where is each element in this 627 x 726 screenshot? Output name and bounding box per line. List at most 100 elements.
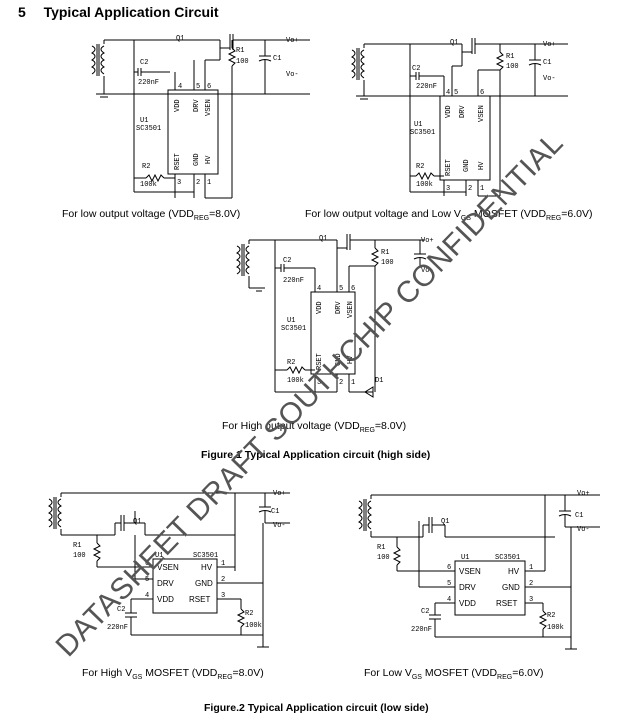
circuit-high-side-1: Q1 R1 100 C1 C2 220nF U1 SC3501 R2 100k …	[91, 34, 310, 199]
vo-plus-label: Vo+	[421, 237, 434, 245]
caption-low-output-8v: For low output voltage (VDDREG=8.0V)	[62, 208, 241, 223]
c2-value: 220nF	[283, 277, 304, 285]
pin-vsen: VSEN	[157, 563, 179, 572]
pin-gnd: GND	[195, 579, 213, 588]
vo-plus-label: Vo+	[286, 37, 299, 45]
caption-low-vgs-6v: For Low VGS MOSFET (VDDREG=6.0V)	[364, 667, 544, 682]
chip-label: SC3501	[281, 325, 306, 333]
chip-label: SC3501	[136, 125, 161, 133]
pin-6-number: 6	[145, 560, 149, 568]
pin-5-number: 5	[339, 285, 343, 293]
section-title: Typical Application Circuit	[43, 4, 219, 20]
pin-drv: DRV	[157, 579, 174, 588]
q1-label: Q1	[319, 235, 327, 243]
r1-label: R1	[381, 249, 389, 257]
c2-label: C2	[283, 257, 291, 265]
c2-label: C2	[412, 65, 420, 73]
circuit-high-side-2: Q1 R1 100 C1 C2 220nF U1 SC3501 R2 100k …	[351, 38, 568, 197]
pin-4-number: 4	[447, 596, 451, 604]
circuit-low-side-low-vgs: Q1 R1 100 C1 C2 220nF U1 SC3501 R2 100k …	[358, 490, 600, 650]
c2-value: 220nF	[138, 79, 159, 87]
q1-label: Q1	[133, 518, 141, 526]
vo-plus-label: Vo+	[273, 490, 286, 498]
pin-vsen: VSEN	[347, 301, 355, 318]
pin-vdd: VDD	[174, 99, 182, 112]
pin-vsen: VSEN	[205, 99, 213, 116]
pin-6-number: 6	[351, 285, 355, 293]
pin-hv: HV	[205, 155, 213, 164]
circuit-low-side-high-vgs: Q1 R1 100 C1 C2 220nF U1 SC3501 R2 100k …	[48, 490, 290, 648]
pin-4-number: 4	[317, 285, 321, 293]
chip-label: SC3501	[495, 554, 520, 562]
pin-rset: RSET	[189, 595, 210, 604]
pin-6-number: 6	[447, 564, 451, 572]
r1-label: R1	[236, 47, 244, 55]
vo-minus-label: Vo-	[543, 75, 556, 83]
pin-gnd: GND	[502, 583, 520, 592]
pin-4-number: 4	[178, 83, 182, 91]
pin-1-number: 1	[207, 179, 211, 187]
pin-rset: RSET	[174, 153, 182, 170]
pin-2-number: 2	[529, 580, 533, 588]
pin-hv: HV	[347, 355, 355, 364]
c2-label: C2	[421, 608, 429, 616]
r1-value: 100	[506, 63, 519, 71]
pin-3-number: 3	[221, 592, 225, 600]
pin-vsen: VSEN	[459, 567, 481, 576]
r2-value: 100k	[140, 181, 157, 189]
vo-minus-label: Vo-	[577, 526, 590, 534]
pin-rset: RSET	[445, 159, 453, 176]
pin-hv: HV	[478, 161, 486, 170]
c2-label: C2	[117, 606, 125, 614]
pin-drv: DRV	[335, 301, 343, 314]
r2-value: 100k	[547, 624, 564, 632]
u1-label: U1	[140, 117, 148, 125]
r2-value: 100k	[245, 622, 262, 630]
pin-5-number: 5	[196, 83, 200, 91]
pin-1-number: 1	[221, 560, 225, 568]
caption-high-vgs-8v: For High VGS MOSFET (VDDREG=8.0V)	[82, 667, 264, 682]
pin-2-number: 2	[221, 576, 225, 584]
pin-1-number: 1	[529, 564, 533, 572]
chip-label: SC3501	[193, 552, 218, 560]
caption-high-output-8v: For High output voltage (VDDREG=8.0V)	[222, 420, 407, 435]
pin-6-number: 6	[207, 83, 211, 91]
c1-label: C1	[273, 55, 281, 63]
pin-hv: HV	[508, 567, 520, 576]
pin-drv: DRV	[193, 99, 201, 112]
q1-label: Q1	[450, 39, 458, 47]
r1-value: 100	[381, 259, 394, 267]
c1-label: C1	[575, 512, 583, 520]
pin-2-number: 2	[196, 179, 200, 187]
pin-vsen: VSEN	[478, 105, 486, 122]
pin-rset: RSET	[316, 353, 324, 370]
pin-vdd: VDD	[316, 301, 324, 314]
r1-value: 100	[73, 552, 86, 560]
c2-value: 220nF	[416, 83, 437, 91]
r1-label: R1	[377, 544, 385, 552]
u1-label: U1	[287, 317, 295, 325]
pin-gnd: GND	[463, 159, 471, 172]
r2-value: 100k	[287, 377, 304, 385]
pin-2-number: 2	[468, 185, 472, 193]
pin-gnd: GND	[193, 153, 201, 166]
r2-label: R2	[245, 610, 253, 618]
u1-label: U1	[461, 554, 469, 562]
pin-5-number: 5	[454, 89, 458, 97]
pin-1-number: 1	[480, 185, 484, 193]
vo-plus-label: Vo+	[543, 41, 556, 49]
pin-gnd: GND	[335, 353, 343, 366]
pin-drv: DRV	[459, 583, 476, 592]
r2-label: R2	[416, 163, 424, 171]
circuit-high-output: Q1 R1 100 C2 220nF U1 SC3501 R2 100k Vo+…	[236, 234, 434, 398]
chip-label: SC3501	[410, 129, 435, 137]
d1-label: D1	[375, 377, 383, 385]
r2-value: 100k	[416, 181, 433, 189]
pin-3-number: 3	[317, 379, 321, 387]
pin-rset: RSET	[496, 599, 517, 608]
u1-label: U1	[155, 552, 163, 560]
pin-3-number: 3	[177, 179, 181, 187]
caption-low-output-low-vgs-6v: For low output voltage and Low VGS MOSFE…	[305, 208, 593, 223]
r1-label: R1	[506, 53, 514, 61]
vo-minus-label: Vo-	[273, 522, 286, 530]
